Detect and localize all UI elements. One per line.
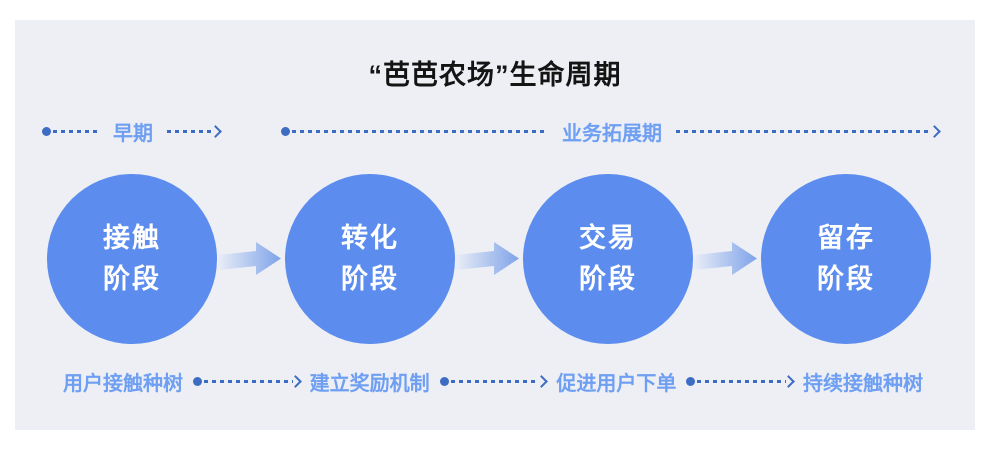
dashed-line xyxy=(292,129,548,133)
flow-arrow-icon xyxy=(456,242,519,275)
bottom-steps-row: 用户接触种树 建立奖励机制 促进用户下单 持续接触种树 xyxy=(63,367,923,395)
stage-circle-conversion: 转化 阶段 xyxy=(285,174,455,344)
arrow-head-icon xyxy=(288,374,302,388)
dashed-line xyxy=(53,129,99,133)
stage-label-line1: 接触 xyxy=(103,223,161,253)
dashed-line xyxy=(450,379,540,383)
step-label-reward-mechanism: 建立奖励机制 xyxy=(309,372,430,395)
step-connector xyxy=(686,367,795,395)
stage-circle-transaction: 交易 阶段 xyxy=(523,174,693,344)
timeline-expansion-label: 业务拓展期 xyxy=(562,122,662,145)
dashed-line xyxy=(697,379,787,383)
stage-label-line2: 阶段 xyxy=(817,264,875,294)
timeline-start-dot-icon xyxy=(281,126,290,136)
stage-label-line1: 转化 xyxy=(341,223,399,253)
stage-label-line2: 阶段 xyxy=(103,264,161,294)
timeline-expansion-phase: 业务拓展期 xyxy=(281,118,941,145)
stage-label-line2: 阶段 xyxy=(341,264,399,294)
timeline-start-dot-icon xyxy=(42,126,51,136)
step-label-promote-orders: 促进用户下单 xyxy=(556,372,677,395)
step-connector xyxy=(193,367,302,395)
step-label-continuous-contact: 持续接触种树 xyxy=(803,372,924,395)
dashed-line xyxy=(676,129,932,133)
connector-dot-icon xyxy=(686,376,696,386)
connector-dot-icon xyxy=(193,376,202,386)
arrow-head-icon xyxy=(782,374,795,388)
stage-circle-retention: 留存 阶段 xyxy=(761,174,931,344)
arrow-head-icon xyxy=(928,124,941,138)
timeline-early-phase: 早期 xyxy=(42,118,222,145)
diagram-title: “芭芭农场”生命周期 xyxy=(368,60,622,90)
stage-label-line1: 留存 xyxy=(817,223,875,253)
stage-circle-contact: 接触 阶段 xyxy=(47,174,217,344)
timeline-early-label: 早期 xyxy=(113,122,153,145)
dashed-line xyxy=(204,379,293,383)
flow-arrow-icon xyxy=(218,242,281,275)
flow-arrow-icon xyxy=(694,242,757,275)
arrow-head-icon xyxy=(209,124,222,138)
step-connector xyxy=(439,367,549,395)
arrow-head-icon xyxy=(535,374,549,388)
dashed-line xyxy=(167,129,213,133)
step-label-contact-trees: 用户接触种树 xyxy=(63,372,183,395)
diagram-panel: “芭芭农场”生命周期 早期 业务拓展期 接触 阶段 转化 阶段 交易 阶段 xyxy=(15,20,975,430)
stage-label-line2: 阶段 xyxy=(579,264,637,294)
connector-dot-icon xyxy=(439,376,449,386)
stage-label-line1: 交易 xyxy=(579,223,637,253)
